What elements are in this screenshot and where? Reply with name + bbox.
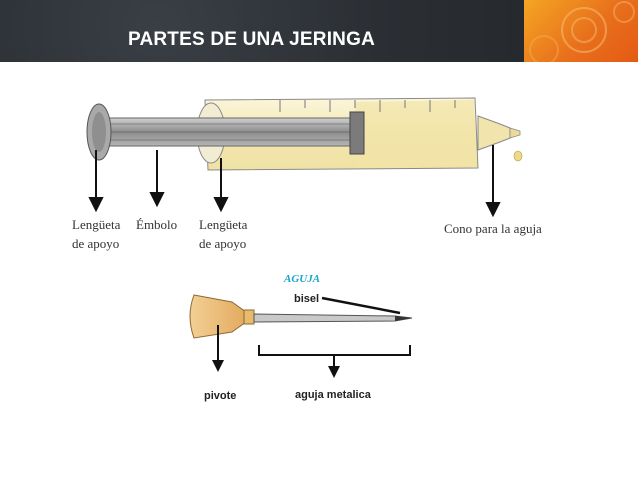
- syringe-pointer-arrows: [88, 145, 501, 218]
- label-cono-aguja: Cono para la aguja: [444, 221, 542, 236]
- label-embolo: Émbolo: [136, 217, 177, 232]
- syringe-illustration: [86, 97, 523, 171]
- bisel-pointer-line: [321, 296, 401, 315]
- label-lengueta-apoyo-1: Lengüeta: [72, 217, 121, 232]
- label-pivote: pivote: [204, 390, 236, 402]
- needle-illustration: AGUJA bisel pivote aguja metalica: [189, 273, 413, 402]
- needle-title: AGUJA: [283, 273, 320, 285]
- label-lengueta-apoyo-2: Lengüeta: [199, 217, 248, 232]
- label-bisel: bisel: [294, 293, 319, 305]
- label-lengueta-apoyo-2-line2: de apoyo: [199, 236, 246, 251]
- page-title: PARTES DE UNA JERINGA: [128, 29, 376, 50]
- label-aguja-metalica: aguja metalica: [295, 389, 372, 401]
- title-bar: PARTES DE UNA JERINGA: [0, 0, 524, 62]
- orange-accent-panel: [524, 0, 638, 62]
- accent-swirl-decoration: [529, 1, 635, 62]
- label-lengueta-apoyo-1-line2: de apoyo: [72, 236, 119, 251]
